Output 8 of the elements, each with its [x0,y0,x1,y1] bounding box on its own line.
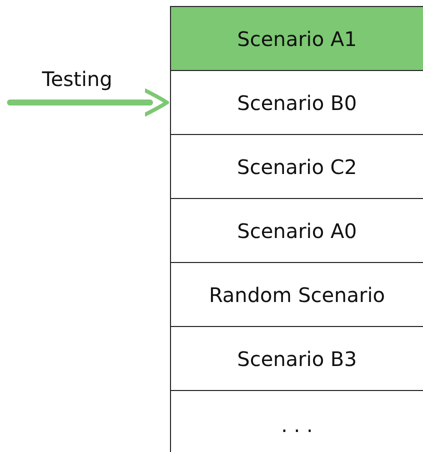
row-text: Scenario A0 [237,218,357,242]
row-text: . . . [281,412,313,436]
row-text: Scenario B0 [237,90,357,114]
row-text: Scenario A1 [237,26,357,50]
row-text: Scenario B3 [237,346,357,370]
row-text: Scenario C2 [237,154,357,178]
highlighted-table-row [170,6,423,71]
row-text: Random Scenario [208,282,386,306]
